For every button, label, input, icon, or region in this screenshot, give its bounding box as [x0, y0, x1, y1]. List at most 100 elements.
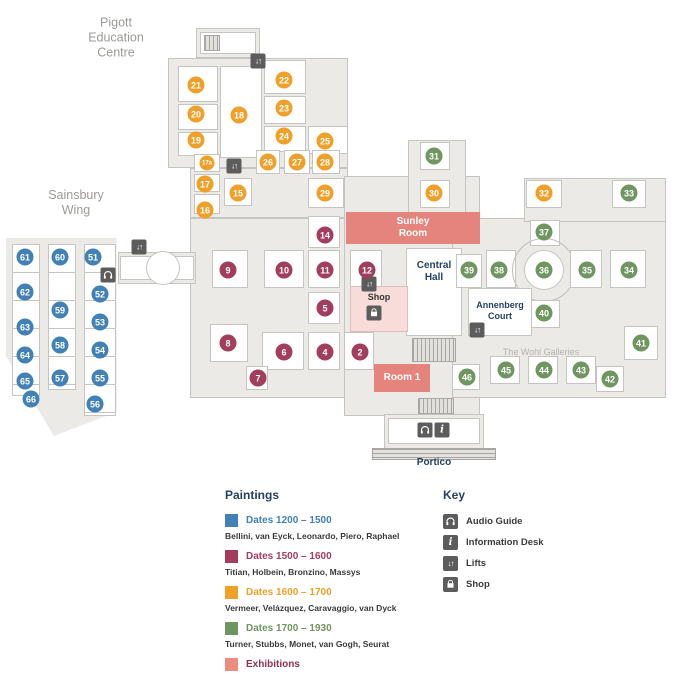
shop-icon: [443, 577, 458, 592]
info-icon: i: [443, 535, 458, 550]
room-circle-32[interactable]: 32: [535, 184, 553, 202]
room-circle-39[interactable]: 39: [460, 261, 478, 279]
room-circle-17a[interactable]: 17a: [199, 155, 215, 171]
portico-hall: [388, 418, 480, 444]
room-circle-18[interactable]: 18: [230, 106, 248, 124]
room-circle-37[interactable]: 37: [535, 223, 553, 241]
room-circle-6[interactable]: 6: [275, 343, 293, 361]
room-circle-44[interactable]: 44: [535, 361, 553, 379]
room-outline: [570, 250, 602, 288]
room-circle-58[interactable]: 58: [51, 336, 69, 354]
room-circle-46[interactable]: 46: [458, 368, 476, 386]
room-circle-66[interactable]: 66: [22, 390, 40, 408]
room-circle-35[interactable]: 35: [578, 261, 596, 279]
room-circle-12[interactable]: 12: [358, 261, 376, 279]
stairs: [412, 338, 456, 362]
room-circle-20[interactable]: 20: [187, 105, 205, 123]
legend-artists-blue: Bellini, van Eyck, Leonardo, Piero, Raph…: [225, 531, 400, 541]
room-circle-14[interactable]: 14: [316, 226, 334, 244]
room-circle-65[interactable]: 65: [16, 372, 34, 390]
room-circle-30[interactable]: 30: [425, 184, 443, 202]
room-circle-2[interactable]: 2: [351, 343, 369, 361]
room-circle-54[interactable]: 54: [91, 341, 109, 359]
room-circle-52[interactable]: 52: [91, 285, 109, 303]
room-circle-10[interactable]: 10: [275, 261, 293, 279]
legend-swatch-red: [225, 550, 238, 563]
room-circle-64[interactable]: 64: [16, 346, 34, 364]
lift-icon: ↓↑: [443, 556, 458, 571]
room-circle-17[interactable]: 17: [196, 175, 214, 193]
room-circle-38[interactable]: 38: [490, 261, 508, 279]
lift-icon: ↓↑: [361, 276, 377, 292]
room-circle-57[interactable]: 57: [51, 369, 69, 387]
room-circle-34[interactable]: 34: [620, 261, 638, 279]
room-circle-27[interactable]: 27: [288, 153, 306, 171]
room-circle-45[interactable]: 45: [497, 361, 515, 379]
floorplan-map: Sunley Room Room 1 Shop Pigott Education…: [6, 15, 666, 468]
room-circle-60[interactable]: 60: [51, 248, 69, 266]
key-label-shop: Shop: [466, 579, 490, 590]
room-circle-63[interactable]: 63: [16, 318, 34, 336]
room-outline: [308, 332, 340, 370]
room-circle-7[interactable]: 7: [249, 369, 267, 387]
key-heading: Key: [443, 488, 466, 502]
room-circle-36[interactable]: 36: [535, 261, 553, 279]
room-circle-62[interactable]: 62: [16, 283, 34, 301]
room-circle-19[interactable]: 19: [187, 131, 205, 149]
wohl-galleries-label: The Wohl Galleries: [502, 347, 580, 357]
room-circle-29[interactable]: 29: [316, 184, 334, 202]
lift-icon: ↓↑: [131, 239, 147, 255]
room-circle-24[interactable]: 24: [275, 127, 293, 145]
room-circle-21[interactable]: 21: [187, 76, 205, 94]
room-1-label: Room 1: [383, 372, 421, 383]
room-circle-59[interactable]: 59: [51, 301, 69, 319]
room-circle-42[interactable]: 42: [601, 370, 619, 388]
room-circle-56[interactable]: 56: [86, 395, 104, 413]
portico-label: Portico: [416, 457, 452, 468]
room-circle-41[interactable]: 41: [632, 334, 650, 352]
stairs: [418, 398, 454, 414]
room-circle-43[interactable]: 43: [572, 361, 590, 379]
sunley-room-banner[interactable]: Sunley Room: [346, 212, 480, 244]
room-circle-31[interactable]: 31: [425, 147, 443, 165]
room-circle-9[interactable]: 9: [219, 261, 237, 279]
room-circle-55[interactable]: 55: [91, 369, 109, 387]
room-circle-15[interactable]: 15: [229, 184, 247, 202]
audio-icon: [100, 267, 116, 283]
legend-swatch-blue: [225, 514, 238, 527]
room-circle-4[interactable]: 4: [316, 343, 334, 361]
room-circle-61[interactable]: 61: [16, 248, 34, 266]
room-circle-33[interactable]: 33: [620, 184, 638, 202]
room-circle-5[interactable]: 5: [316, 299, 334, 317]
room-outline: [264, 250, 304, 288]
room-circle-26[interactable]: 26: [259, 153, 277, 171]
room-1-banner[interactable]: Room 1: [374, 364, 430, 392]
exhibitions-swatch: [225, 658, 238, 671]
room-circle-23[interactable]: 23: [275, 99, 293, 117]
exhibitions-entry: Exhibitions: [225, 658, 435, 671]
annenberg-court-label: Annenberg Court: [476, 300, 524, 321]
central-hall-room: [406, 248, 462, 336]
room-circle-51[interactable]: 51: [84, 248, 102, 266]
room-circle-53[interactable]: 53: [91, 313, 109, 331]
key-label-lift: Lifts: [466, 558, 487, 569]
exhibitions-label: Exhibitions: [246, 659, 300, 670]
room-circle-11[interactable]: 11: [316, 261, 334, 279]
room-circle-25[interactable]: 25: [316, 132, 334, 150]
room-circle-22[interactable]: 22: [275, 71, 293, 89]
shop-label: Shop: [367, 292, 391, 302]
sainsbury-wing-label: Sainsbury Wing: [48, 188, 104, 217]
key-entry-shop: Shop: [443, 577, 623, 592]
room-circle-8[interactable]: 8: [219, 334, 237, 352]
room-circle-28[interactable]: 28: [316, 153, 334, 171]
pigott-education-centre-label: Pigott Education Centre: [88, 15, 144, 60]
room-outline: [456, 254, 482, 288]
paintings-heading: Paintings: [225, 488, 280, 502]
room-circle-16[interactable]: 16: [196, 201, 214, 219]
room-circle-40[interactable]: 40: [535, 304, 553, 322]
audio-icon: [443, 514, 458, 529]
